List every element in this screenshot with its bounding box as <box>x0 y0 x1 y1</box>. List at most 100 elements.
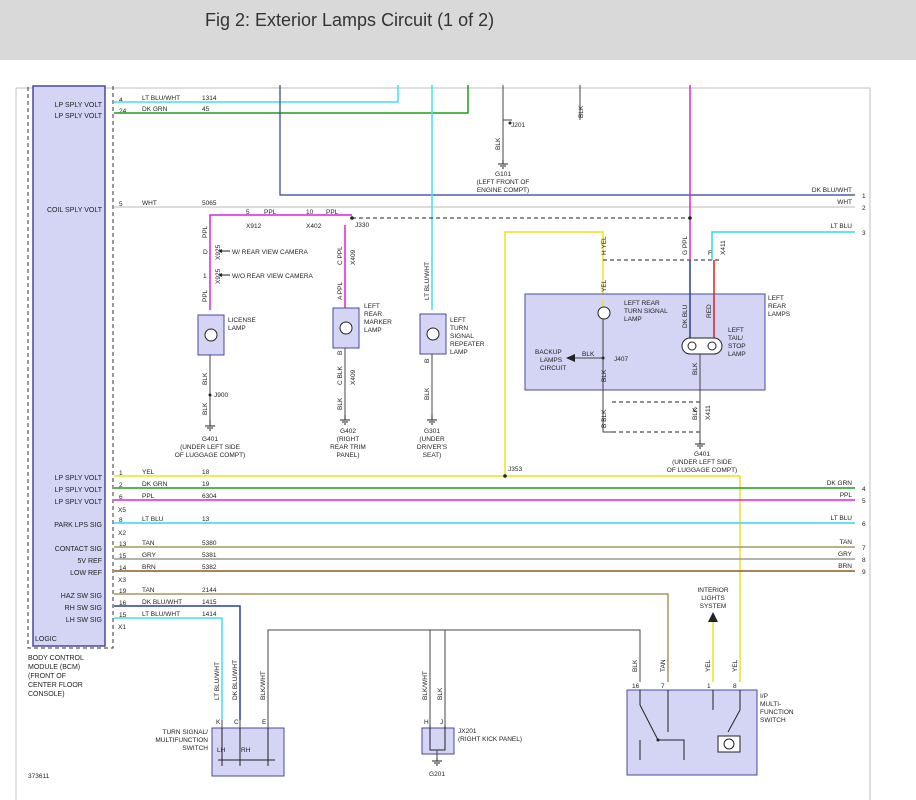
wire-color-label: PPL <box>142 493 155 500</box>
connector-label: X912 <box>246 223 262 230</box>
ground-icon <box>432 758 442 766</box>
bcm-pin-number: 4 <box>119 97 123 104</box>
connector-label: X409 <box>350 249 357 265</box>
wire-label: TAN <box>660 659 667 672</box>
wire-label: YEL <box>705 659 712 672</box>
turn-switch-box <box>211 727 285 777</box>
wire-color-label: WHT <box>142 200 157 207</box>
wire-label: PPL <box>264 209 277 216</box>
ground-label: G401 <box>694 451 710 458</box>
wire-label: BLK <box>337 397 344 410</box>
ground-label: PANEL) <box>337 452 360 459</box>
component-label: TAIL/ <box>728 335 743 342</box>
repeater-lamp-box <box>419 313 447 355</box>
component-label: TURN SIGNAL/ <box>162 729 208 736</box>
wire-label: BLK <box>495 137 502 150</box>
bulb-icon <box>426 327 440 341</box>
wire-dashed-ground <box>612 401 700 433</box>
connector-pin: 8 <box>733 683 737 690</box>
bcm-pin-label: LOW REF <box>70 570 102 577</box>
component-label: LAMP <box>364 327 382 334</box>
wire-label: PPL <box>326 209 339 216</box>
bcm-pin-label: LP SPLY VOLT <box>55 102 103 109</box>
bcm-pin-number: 15 <box>119 553 127 560</box>
wire-color-label: DK BLU/WHT <box>142 599 182 606</box>
right-wire-label: DK BLU/WHT <box>812 187 852 194</box>
ip-switch-box <box>626 689 758 776</box>
component-label: TURN SIGNAL <box>624 308 668 315</box>
wire-yel-18 <box>114 475 741 682</box>
right-wire-num: 4 <box>862 486 866 493</box>
bcm-connector-label: X3 <box>118 577 126 584</box>
wire-label: C BLK <box>337 366 344 385</box>
connector-label: X411 <box>720 240 727 255</box>
wire-color-label: TAN <box>142 587 155 594</box>
component-label: LAMPS <box>540 357 563 364</box>
circuit-number: 1415 <box>202 599 217 606</box>
led-icon <box>717 735 741 753</box>
circuit-number: 2144 <box>202 587 217 594</box>
arrow-up-icon <box>708 612 718 622</box>
ground-icon <box>498 160 508 169</box>
switch-label: LH <box>217 747 226 754</box>
connector-pin: D <box>203 249 208 256</box>
page-title: Fig 2: Exterior Lamps Circuit (1 of 2) <box>205 10 495 30</box>
connector-pin: 1 <box>707 683 711 690</box>
component-label: CIRCUIT <box>540 365 566 372</box>
bcm-pin-number: 14 <box>119 565 127 572</box>
component-label: LEFT REAR <box>624 300 660 307</box>
wire-label: DK BLU/WHT <box>232 660 239 700</box>
connector-pin: K <box>216 719 221 726</box>
bcm-connector-label: X2 <box>118 530 126 537</box>
wire-color-label: DK GRN <box>142 106 168 113</box>
wire-label: LT BLU/WHT <box>214 662 221 700</box>
bcm-pin-label: LP SPLY VOLT <box>55 499 103 506</box>
bcm-pin-label: HAZ SW SIG <box>61 593 102 600</box>
right-wire-num: 8 <box>862 557 866 564</box>
right-wire-label: TAN <box>839 539 852 546</box>
circuit-number: 5381 <box>202 552 217 559</box>
connector-pin: 16 <box>632 683 640 690</box>
ground-icon <box>340 415 350 425</box>
connector-pin: C <box>693 407 698 414</box>
rear-lamps-box <box>524 293 766 391</box>
bcm-pin-label: PARK LPS SIG <box>54 522 102 529</box>
arrow-left-icon <box>566 354 575 362</box>
bcm-caption: CENTER FLOOR <box>28 682 83 689</box>
circuit-number: 1414 <box>202 611 217 618</box>
ground-label: (UNDER LEFT SIDE <box>180 444 240 451</box>
component-label: LAMP <box>624 316 642 323</box>
ground-label: (UNDER LEFT SIDE <box>672 459 732 466</box>
bcm-pin-number: 8 <box>119 517 123 524</box>
bcm-pin-number: 13 <box>119 541 127 548</box>
wire-dk-grn-45 <box>114 85 469 114</box>
ground-icon <box>695 440 705 449</box>
component-label: I/P <box>760 693 768 700</box>
connector-label: JX201 <box>458 728 477 735</box>
component-label: FUNCTION <box>760 709 794 716</box>
wire-color-label: LT BLU/WHT <box>142 611 180 618</box>
component-label: LEFT <box>728 327 744 334</box>
component-label: LAMP <box>450 349 468 356</box>
switch-label: RH <box>241 747 251 754</box>
wire-label: RED <box>706 304 713 318</box>
wire-label: BLK <box>578 105 585 118</box>
ground-label: (RIGHT <box>337 436 359 443</box>
wire-label: BLK <box>424 387 431 400</box>
bcm-module <box>32 85 106 647</box>
bcm-pin-number: 24 <box>119 108 127 115</box>
wire-dk-blu-wht-1415 <box>114 605 241 720</box>
connector-pin: 1 <box>203 273 207 280</box>
ground-label: G201 <box>429 771 445 778</box>
wire-tan-2144 <box>114 593 669 682</box>
right-wire-label: LT BLU <box>831 223 853 230</box>
circuit-number: 5380 <box>202 540 217 547</box>
ground-icon <box>205 420 215 431</box>
bcm-pin-label: 5V REF <box>77 558 102 565</box>
wire-color-label: LT BLU/WHT <box>142 95 180 102</box>
ground-label: G401 <box>202 436 218 443</box>
ground-label: DRIVER'S <box>417 444 448 451</box>
note-label: W/O REAR VIEW CAMERA <box>232 273 314 280</box>
wire-label: G PPL <box>682 235 689 255</box>
ground-label: G101 <box>495 171 511 178</box>
